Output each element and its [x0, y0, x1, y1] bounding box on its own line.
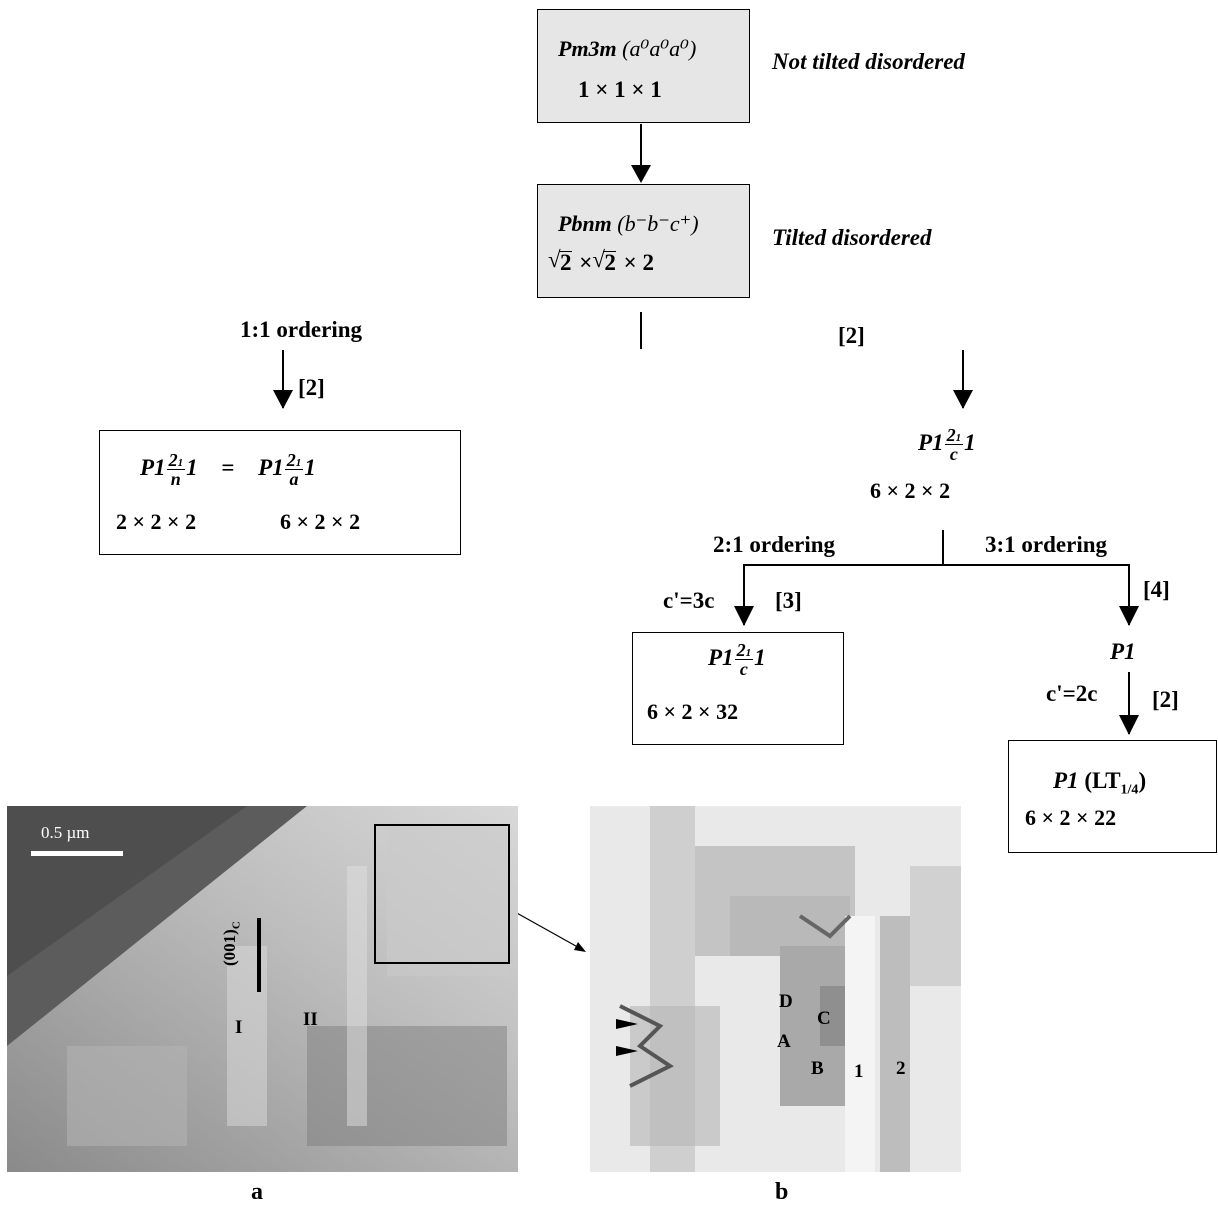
ref-2b: [2]: [1152, 687, 1179, 712]
label-1: 1: [854, 1061, 864, 1082]
micrograph-b: D C A B 1 2: [590, 806, 961, 1172]
ordering-31-label: 3:1 ordering: [985, 532, 1108, 557]
pm3m-label: Not tilted disordered: [772, 49, 965, 74]
direction-bar: [257, 918, 261, 992]
ref-4: [4]: [1143, 577, 1170, 602]
ordering-21-label: 2:1 ordering: [713, 532, 836, 557]
pbnm-group: Pbnm: [558, 211, 612, 236]
box31-cell: 6 × 2 × 22: [1025, 805, 1117, 830]
pm3m-group: Pm3m: [558, 36, 617, 61]
pm3m-box: Pm3m (a⁰a⁰a⁰) 1 × 1 × 1: [537, 9, 750, 123]
c-prime-2c: c'=2c: [1046, 681, 1098, 706]
zoom-arrow: [514, 911, 584, 951]
c-prime-3c: c'=3c: [663, 588, 715, 613]
scale-bar: [31, 851, 123, 856]
label-c: C: [817, 1008, 831, 1029]
label-2: 2: [896, 1058, 906, 1079]
pm3m-cell: 1 × 1 × 1: [578, 77, 662, 102]
caption-a: a: [251, 1179, 263, 1205]
pm3m-tilt: (a⁰a⁰a⁰): [622, 36, 697, 61]
region-2-label: II: [303, 1009, 318, 1030]
left-cell-right: 6 × 2 × 2: [280, 509, 361, 534]
pbnm-cell: 2 ×2 × 2: [548, 251, 654, 274]
region-1-label: I: [235, 1017, 243, 1038]
equals-sign: =: [221, 454, 235, 480]
direction-label: (001)C: [220, 921, 243, 966]
box21-cell: 6 × 2 × 32: [647, 699, 739, 724]
label-a: A: [777, 1031, 791, 1052]
label-b: B: [811, 1058, 824, 1079]
micrograph-b-texture: [590, 806, 961, 1172]
zoom-region-box: [374, 824, 510, 964]
box-31: P1 (LT1/4) 6 × 2 × 22: [1008, 740, 1217, 853]
scale-label: 0.5 µm: [41, 823, 90, 842]
label-d: D: [779, 991, 793, 1012]
pbnm-label: Tilted disordered: [772, 225, 932, 250]
ref-right-top: [2]: [838, 323, 865, 348]
p1-label: P1: [1110, 639, 1136, 664]
mid-cell: 6 × 2 × 2: [870, 478, 951, 503]
ref-left: [2]: [298, 375, 325, 400]
ref-3: [3]: [775, 588, 802, 613]
micrograph-a-texture: [7, 806, 518, 1172]
pbnm-box: Pbnm (b⁻b⁻c⁺) 2 ×2 × 2: [537, 184, 750, 298]
micrograph-a: 0.5 µm (001)C I II: [7, 806, 518, 1172]
caption-b: b: [775, 1179, 789, 1205]
ordering-11-label: 1:1 ordering: [240, 317, 363, 342]
left-cell-left: 2 × 2 × 2: [116, 509, 197, 534]
pbnm-tilt: (b⁻b⁻c⁺): [617, 211, 699, 236]
